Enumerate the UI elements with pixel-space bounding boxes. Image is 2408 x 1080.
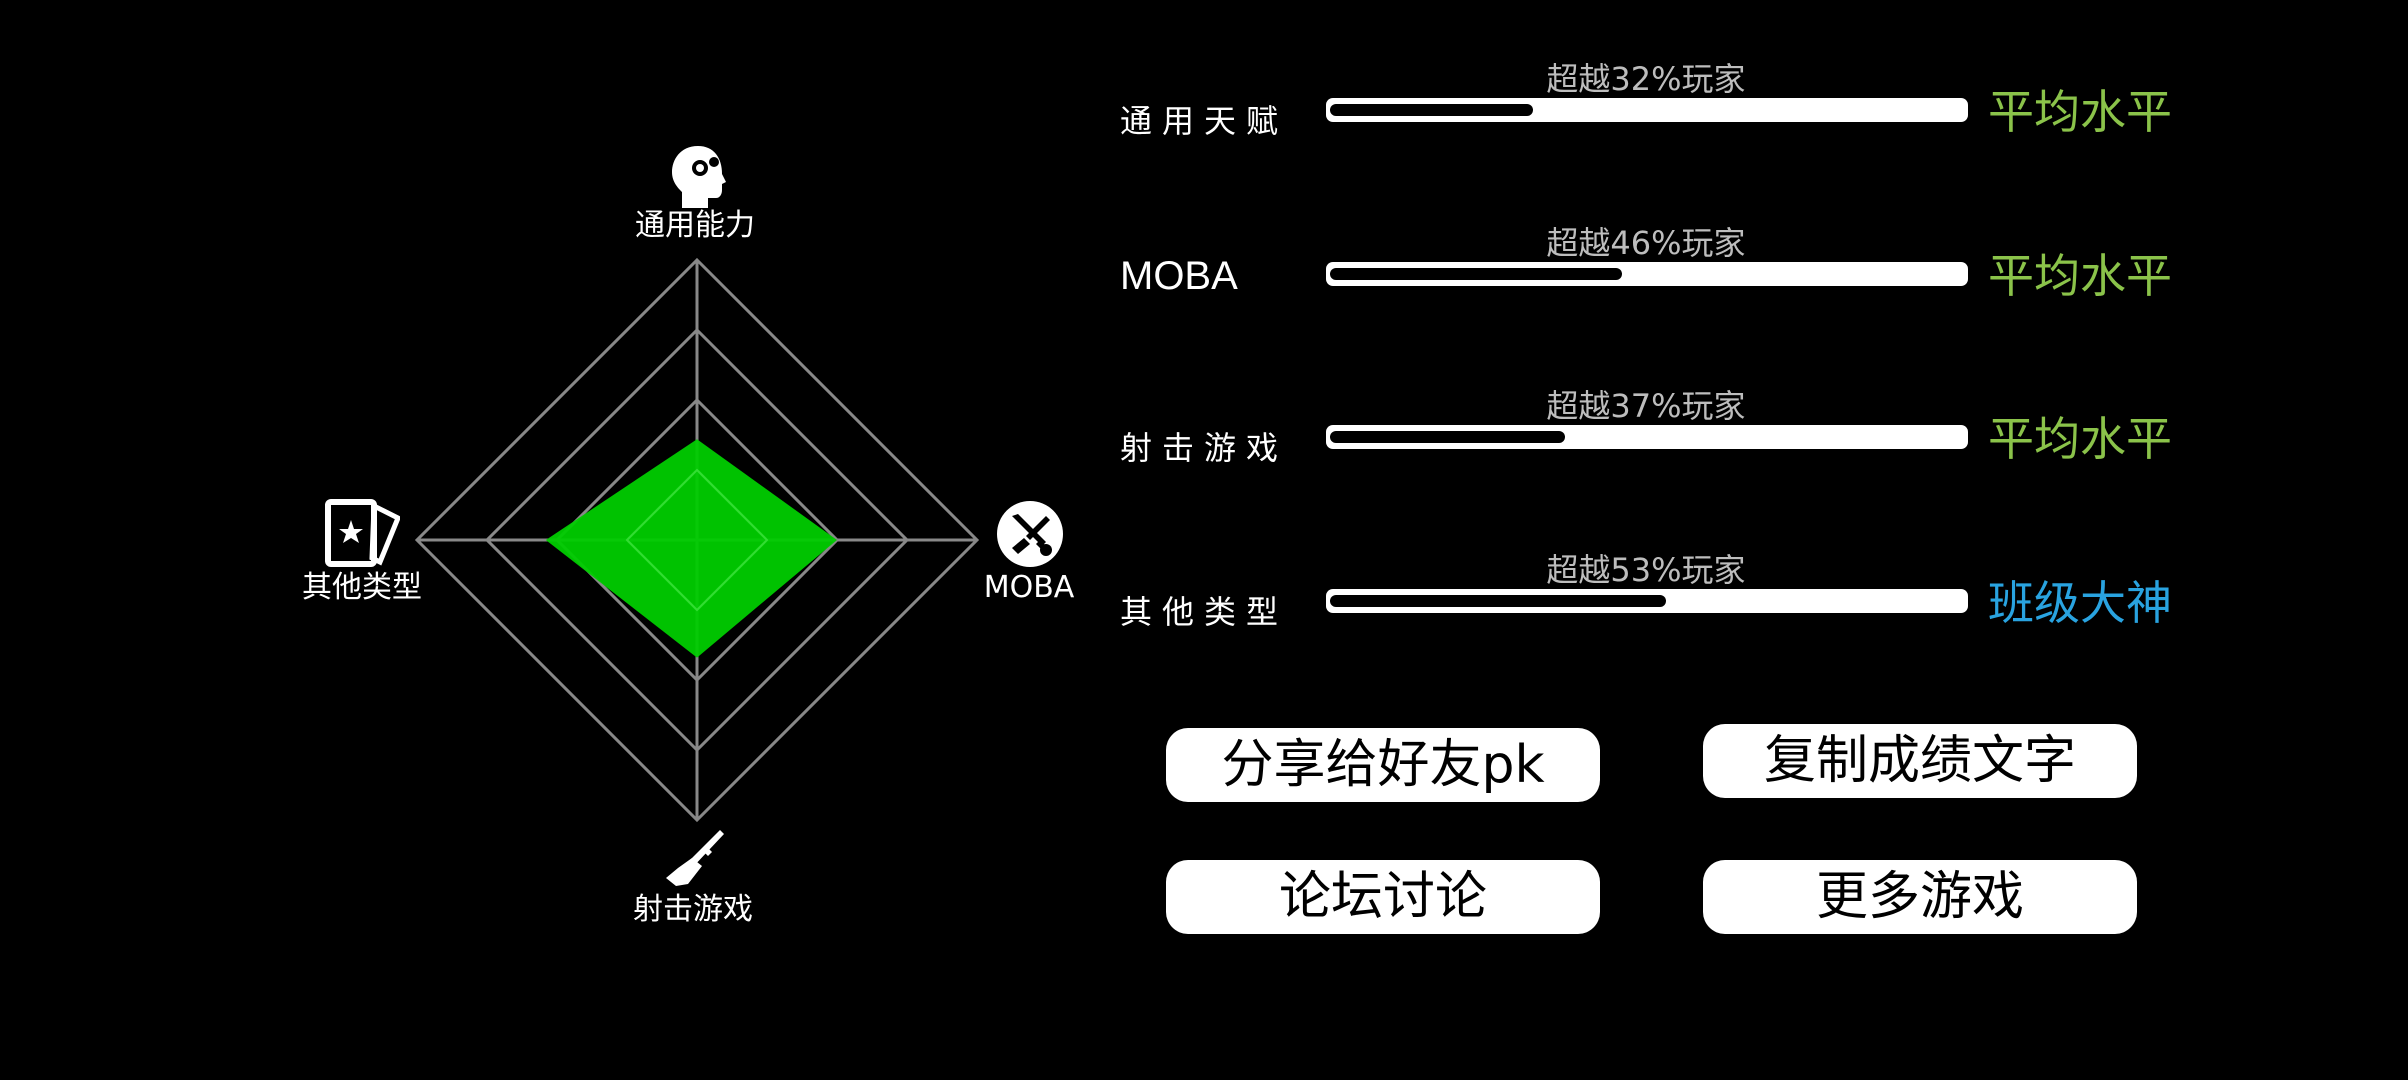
stat-progress-fill — [1330, 268, 1622, 280]
stat-progress-bar — [1326, 98, 1968, 122]
stat-percent-text: 超越53%玩家 — [1546, 551, 1746, 589]
copy-result-text-button[interactable]: 复制成绩文字 — [1703, 724, 2137, 798]
rifle-icon — [666, 830, 724, 886]
stat-percent-text: 超越37%玩家 — [1546, 387, 1746, 425]
stat-progress-fill — [1330, 431, 1565, 443]
head-gears-icon — [672, 146, 726, 208]
forum-discussion-button[interactable]: 论坛讨论 — [1166, 860, 1600, 934]
stat-percent-text: 超越32%玩家 — [1546, 60, 1746, 98]
stat-percent-text: 超越46%玩家 — [1546, 224, 1746, 262]
radar-inner-ring-overlay — [625, 468, 769, 612]
radar-axis-label-other: 其他类型 — [302, 570, 422, 605]
stat-level: 平均水平 — [1988, 85, 2172, 139]
radar-axis-label-shooter: 射击游戏 — [633, 892, 753, 927]
stat-progress-bar — [1326, 425, 1968, 449]
share-to-friend-button[interactable]: 分享给好友pk — [1166, 728, 1600, 802]
radar-axis-label-general: 通用能力 — [635, 208, 755, 243]
radar-value-area — [545, 439, 837, 658]
stat-row-moba: MOBA 超越46%玩家 平均水平 — [1120, 218, 2180, 308]
stat-progress-bar — [1326, 589, 1968, 613]
stat-progress-bar — [1326, 262, 1968, 286]
stat-progress-fill — [1330, 595, 1666, 607]
star-cards-icon — [325, 499, 400, 567]
stat-name: 通用天赋 — [1120, 102, 1289, 140]
stat-progress-fill — [1330, 104, 1533, 116]
stat-row-shooter: 射击游戏 超越37%玩家 平均水平 — [1120, 381, 2180, 471]
stat-row-general: 通用天赋 超越32%玩家 平均水平 — [1120, 54, 2180, 144]
crossed-swords-icon — [997, 501, 1063, 567]
more-games-button[interactable]: 更多游戏 — [1703, 860, 2137, 934]
radar-chart — [414, 257, 980, 823]
stat-name: MOBA — [1120, 254, 1238, 298]
stat-name: 射击游戏 — [1120, 429, 1289, 467]
stat-level: 平均水平 — [1988, 249, 2172, 303]
stat-level: 班级大神 — [1988, 576, 2172, 630]
radar-axis-label-moba: MOBA — [983, 570, 1075, 605]
stat-row-other: 其他类型 超越53%玩家 班级大神 — [1120, 545, 2180, 635]
stat-level: 平均水平 — [1988, 412, 2172, 466]
stat-name: 其他类型 — [1120, 593, 1289, 631]
